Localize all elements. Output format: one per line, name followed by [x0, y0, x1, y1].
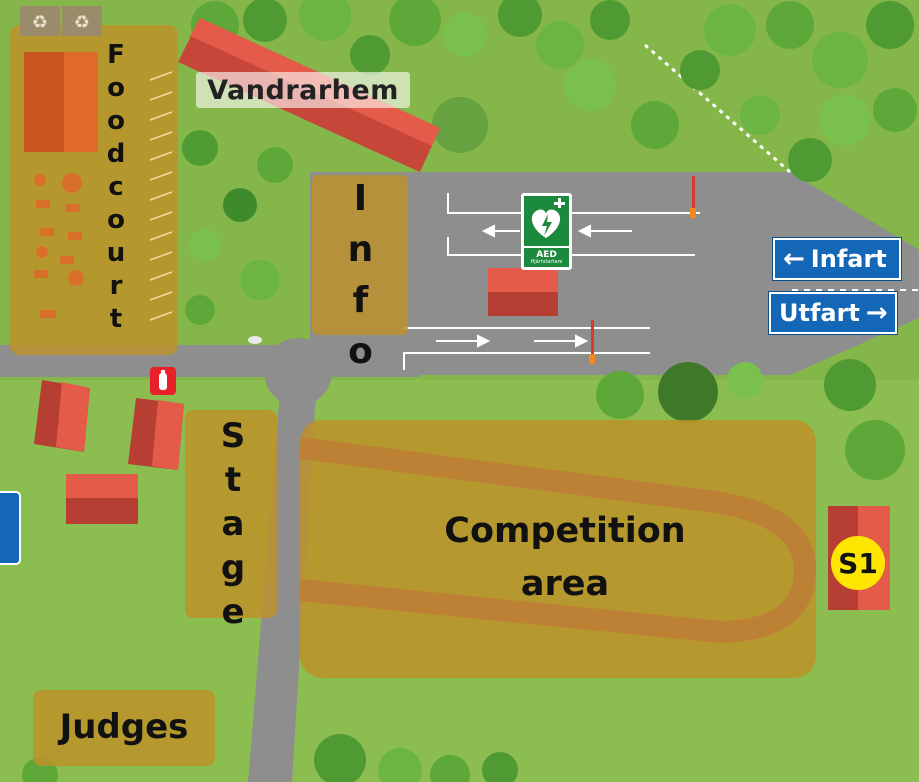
stage-label: Stage — [213, 416, 253, 636]
fire-extinguisher-icon — [150, 367, 176, 395]
judges-zone — [33, 690, 215, 766]
recycling-bin-icon: ♻ ♻ — [20, 6, 102, 36]
competition-label-line1: Competition — [444, 511, 686, 551]
info-zone — [312, 175, 408, 335]
aed-sign-text: AED Hjärtstartare — [524, 248, 569, 267]
judges-label: Judges — [33, 707, 215, 747]
s1-badge: S1 — [831, 536, 885, 590]
aed-title: AED — [536, 249, 557, 260]
parking-markings — [403, 43, 918, 370]
trees — [22, 0, 917, 782]
info-label-text: Info — [340, 178, 381, 382]
arrow-left-icon: ← — [783, 244, 805, 274]
svg-text:♻: ♻ — [32, 12, 48, 33]
info-label: Info — [340, 178, 381, 382]
competition-area-label: Competition area — [430, 505, 700, 610]
utfart-sign: Utfart → — [769, 292, 897, 334]
aed-icon — [521, 193, 572, 270]
utfart-sign-text: Utfart — [779, 299, 860, 327]
stage-zone — [185, 410, 277, 618]
infart-sign: ← Infart — [773, 238, 901, 280]
lane-arrows — [436, 224, 632, 348]
foodcourt-label: Foodcourt — [101, 40, 131, 337]
competition-track — [298, 437, 817, 644]
competition-label-line2: area — [520, 563, 610, 604]
vandrarhem-label: Vandrarhem — [196, 72, 410, 108]
stage-label-text: Stage — [213, 416, 253, 636]
road-network — [0, 172, 919, 782]
arrow-right-icon: → — [865, 298, 888, 328]
s1-badge-text: S1 — [838, 546, 878, 580]
svg-text:♻: ♻ — [74, 12, 90, 33]
vandrarhem-label-text: Vandrarhem — [207, 74, 399, 106]
foodcourt-details — [24, 52, 173, 321]
barrier-poles — [589, 176, 696, 364]
aed-subtitle: Hjärtstartare — [530, 258, 563, 265]
foodcourt-label-text: Foodcourt — [101, 40, 131, 337]
infart-sign-text: Infart — [810, 245, 887, 273]
judges-label-text: Judges — [59, 707, 189, 747]
